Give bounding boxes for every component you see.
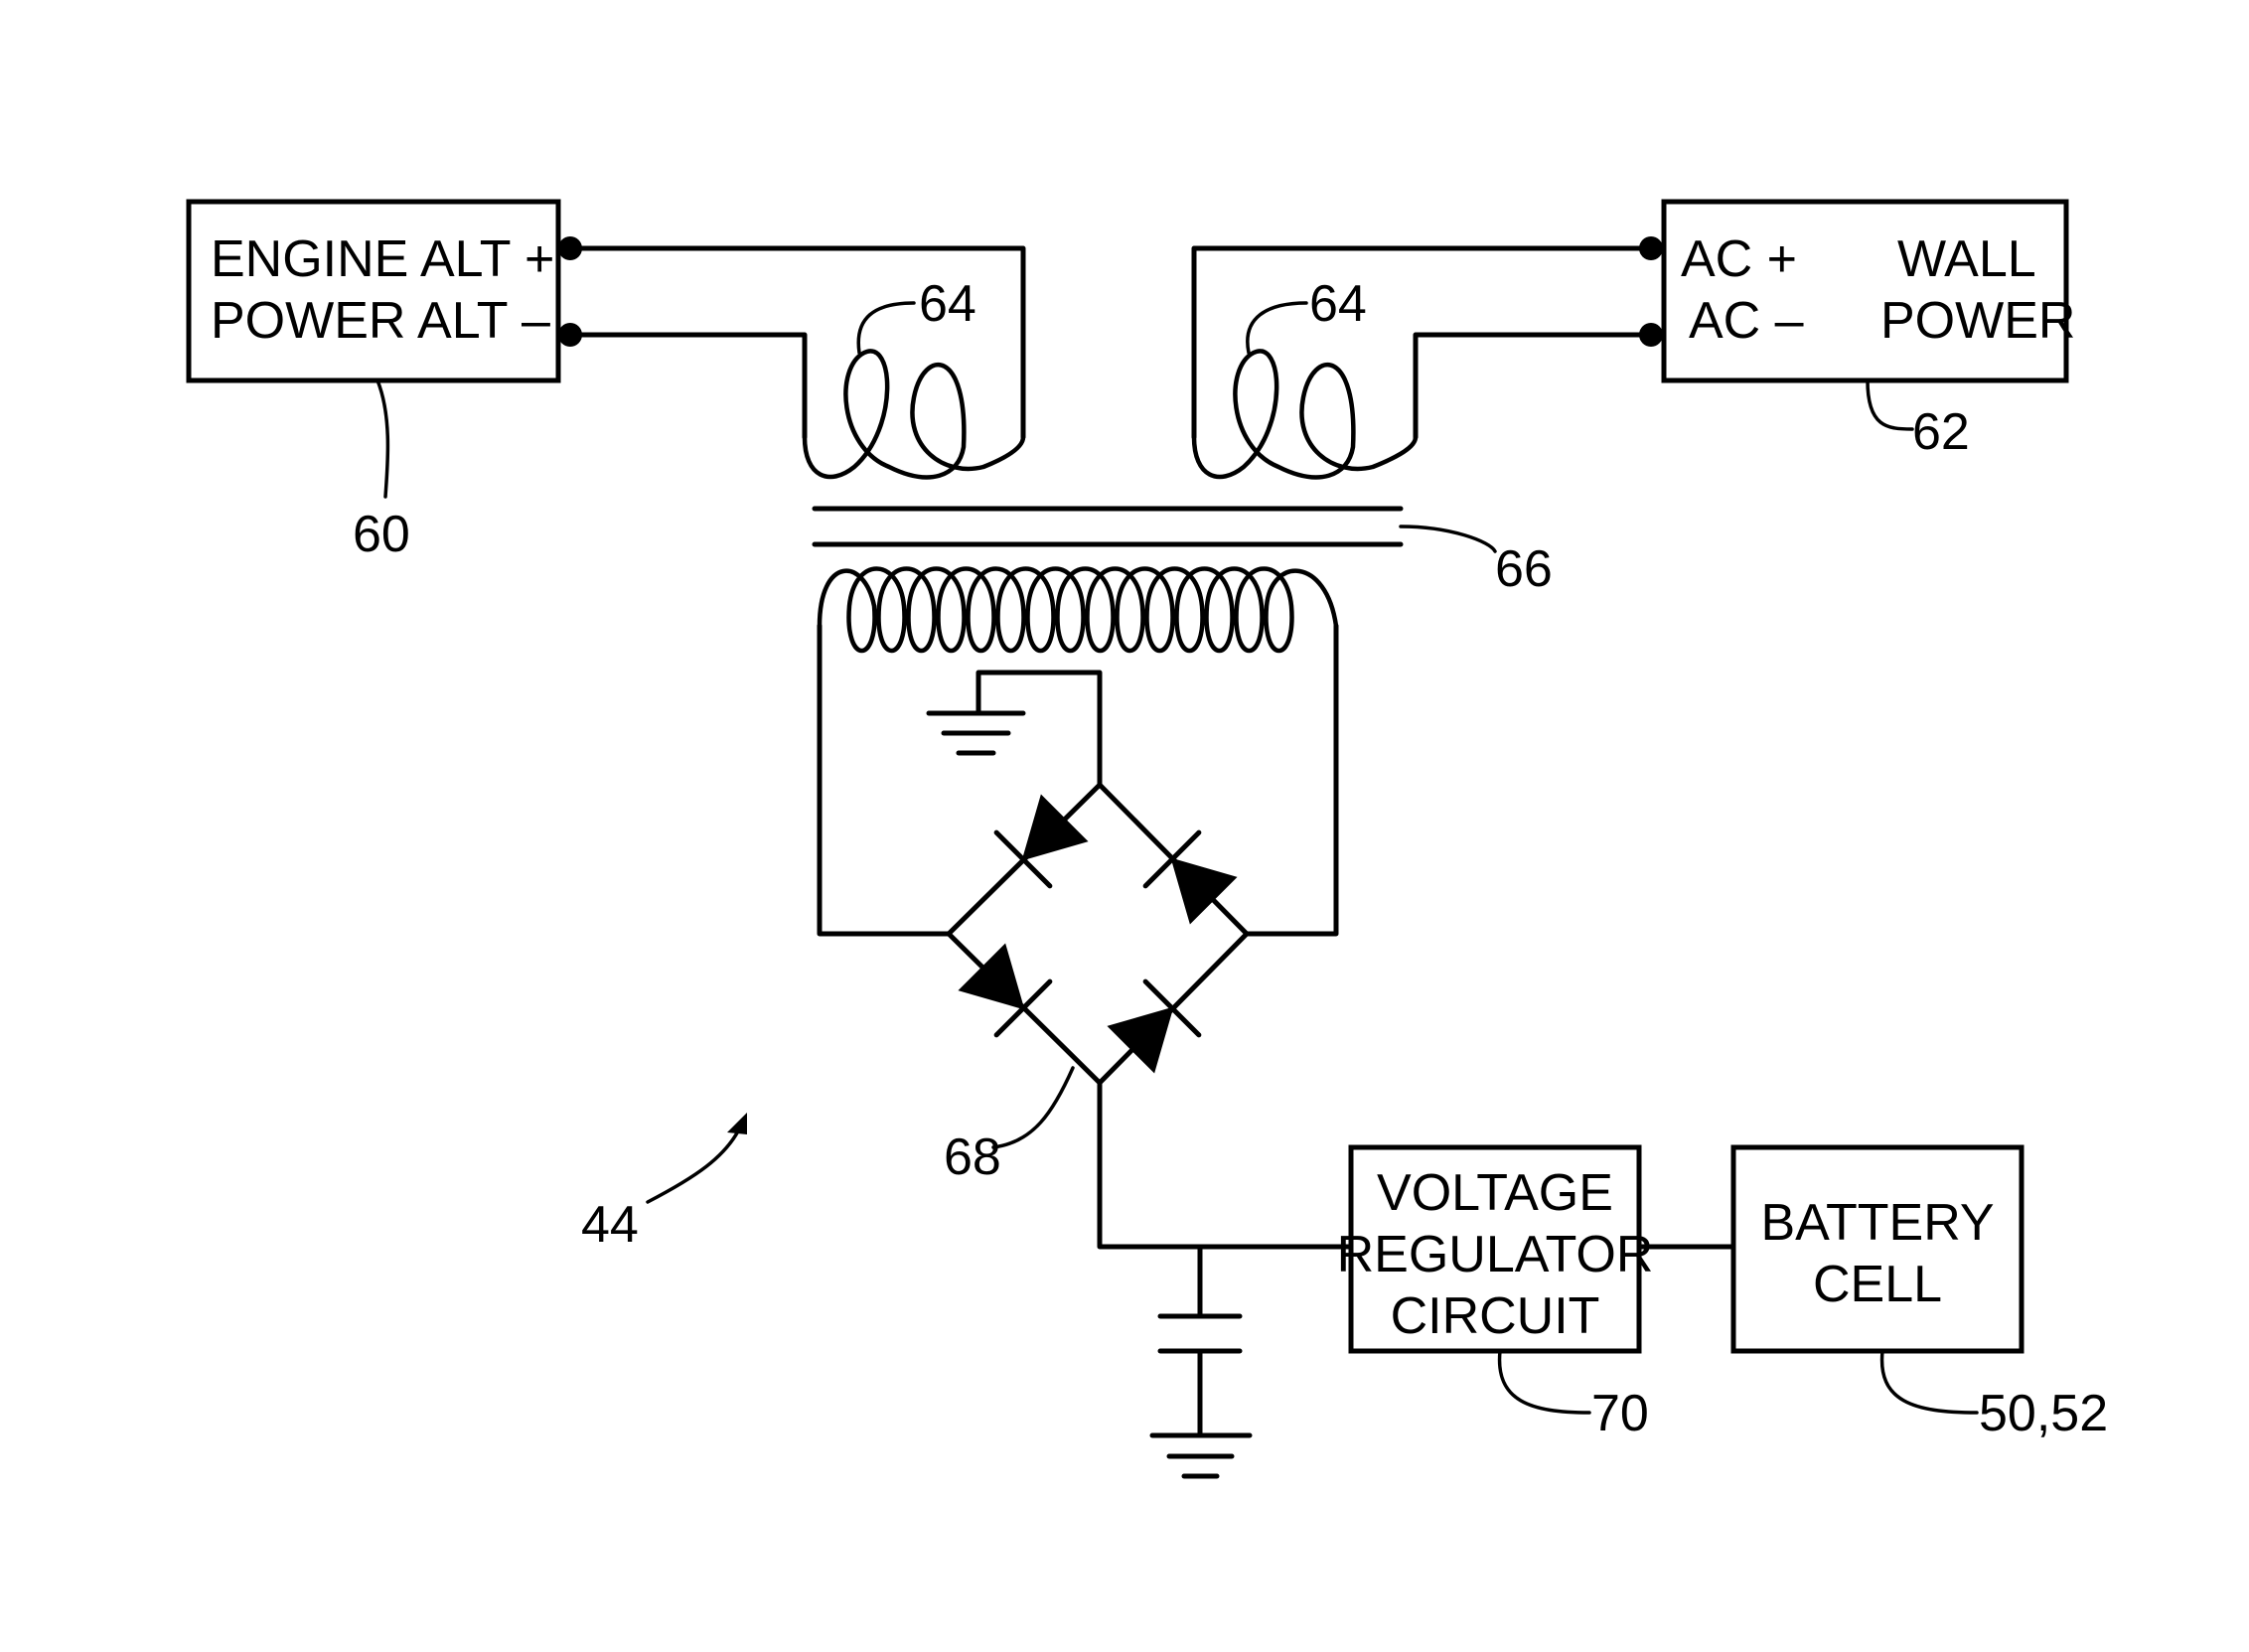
ref-system: 44 bbox=[581, 1196, 639, 1254]
engine-box-line1: ENGINE ALT + bbox=[211, 230, 554, 288]
ref-primary-right: 64 bbox=[1309, 275, 1367, 333]
wall-power-block: AC + WALL AC – POWER bbox=[1664, 202, 2075, 380]
ref-wall: 62 bbox=[1912, 403, 1970, 461]
battery-line2: CELL bbox=[1813, 1256, 1942, 1313]
ref-regulator: 70 bbox=[1591, 1385, 1649, 1442]
ref-bridge: 68 bbox=[944, 1128, 1001, 1186]
wall-box-line1-left: AC + bbox=[1681, 230, 1797, 288]
regulator-line3: CIRCUIT bbox=[1391, 1287, 1600, 1345]
ref-core: 66 bbox=[1495, 540, 1553, 598]
wall-box-line2-left: AC – bbox=[1689, 292, 1804, 350]
engine-alternator-block: ENGINE ALT + POWER ALT – bbox=[189, 202, 558, 380]
secondary-winding bbox=[820, 569, 1336, 935]
regulator-line1: VOLTAGE bbox=[1377, 1164, 1613, 1222]
transformer-core bbox=[815, 509, 1401, 544]
ref-primary-left: 64 bbox=[919, 275, 976, 333]
wall-box-line1-right: WALL bbox=[1897, 230, 2036, 288]
voltage-regulator-block: VOLTAGE REGULATOR CIRCUIT bbox=[1337, 1147, 1654, 1351]
battery-cell-block: BATTERY CELL bbox=[1733, 1147, 2022, 1351]
regulator-line2: REGULATOR bbox=[1337, 1226, 1654, 1283]
ref-battery: 50,52 bbox=[1979, 1385, 2108, 1442]
bridge-diodes bbox=[960, 796, 1235, 1071]
ref-engine: 60 bbox=[353, 506, 410, 563]
battery-line1: BATTERY bbox=[1760, 1194, 1994, 1252]
bridge-rectifier bbox=[949, 785, 1247, 1083]
right-primary-winding bbox=[1194, 248, 1651, 477]
wall-box-line2-right: POWER bbox=[1880, 292, 2075, 350]
center-tap-ground bbox=[929, 673, 1100, 785]
engine-box-line2: POWER ALT – bbox=[211, 292, 550, 350]
